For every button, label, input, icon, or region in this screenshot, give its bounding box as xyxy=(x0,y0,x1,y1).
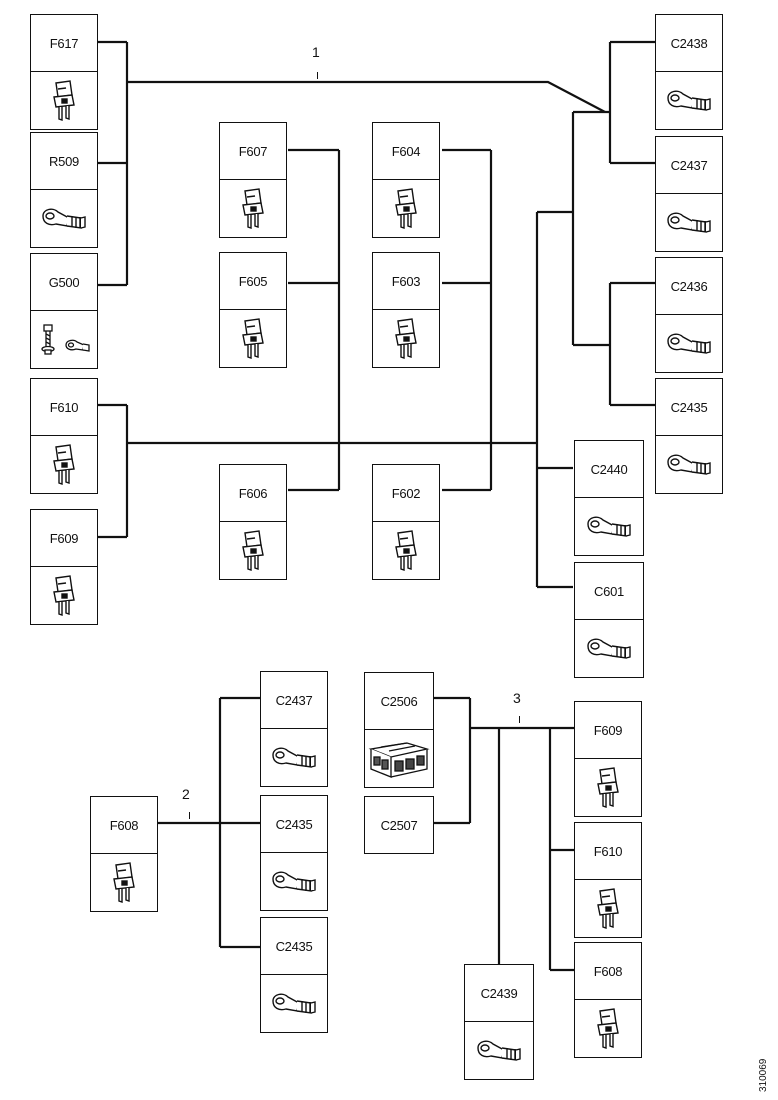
component-label: C2435 xyxy=(261,918,327,975)
blade-fuse-icon xyxy=(373,522,439,579)
ring-terminal-icon xyxy=(575,498,643,555)
bolt-ground-icon xyxy=(31,311,97,368)
component-label: F608 xyxy=(91,797,157,854)
component-C2436: C2436 xyxy=(655,257,723,373)
blade-fuse-icon xyxy=(91,854,157,911)
blade-fuse-icon xyxy=(31,567,97,624)
blade-fuse-icon xyxy=(575,880,641,937)
component-label: C601 xyxy=(575,563,643,620)
figure-reference: 310069 xyxy=(758,1058,769,1092)
blade-fuse-icon xyxy=(220,180,286,237)
component-label: F605 xyxy=(220,253,286,310)
component-C2506: C2506 xyxy=(364,672,434,788)
component-label: C2507 xyxy=(380,818,418,833)
component-label: G500 xyxy=(31,254,97,311)
multi-pin-connector-icon xyxy=(365,730,433,787)
component-label: F604 xyxy=(373,123,439,180)
component-label: F603 xyxy=(373,253,439,310)
component-F606: F606 xyxy=(219,464,287,580)
ring-terminal-icon xyxy=(261,853,327,910)
ring-terminal-icon xyxy=(465,1022,533,1079)
blade-fuse-icon xyxy=(220,522,286,579)
blade-fuse-icon xyxy=(575,1000,641,1057)
component-label: C2506 xyxy=(365,673,433,730)
group-number-1: 1 xyxy=(312,44,320,60)
ring-terminal-icon xyxy=(261,729,327,786)
component-C2438: C2438 xyxy=(655,14,723,130)
component-F605: F605 xyxy=(219,252,287,368)
component-label: C2438 xyxy=(656,15,722,72)
component-F608-b: F608 xyxy=(574,942,642,1058)
component-C2435-b: C2435 xyxy=(260,795,328,911)
ring-terminal-icon xyxy=(656,194,722,251)
component-label: C2437 xyxy=(261,672,327,729)
component-C2507: C2507 xyxy=(364,796,434,854)
component-label: F602 xyxy=(373,465,439,522)
component-label: F617 xyxy=(31,15,97,72)
component-F610: F610 xyxy=(30,378,98,494)
component-C2437: C2437 xyxy=(655,136,723,252)
group-tick-2 xyxy=(189,812,190,819)
component-F608: F608 xyxy=(90,796,158,912)
component-C2435: C2435 xyxy=(655,378,723,494)
blade-fuse-icon xyxy=(373,180,439,237)
component-G500: G500 xyxy=(30,253,98,369)
component-label: C2435 xyxy=(261,796,327,853)
ring-terminal-icon xyxy=(575,620,643,677)
component-F617: F617 xyxy=(30,14,98,130)
component-label: F609 xyxy=(31,510,97,567)
component-F602: F602 xyxy=(372,464,440,580)
component-label: F609 xyxy=(575,702,641,759)
group-number-3: 3 xyxy=(513,690,521,706)
ring-terminal-icon xyxy=(656,72,722,129)
component-C2440: C2440 xyxy=(574,440,644,556)
blade-fuse-icon xyxy=(220,310,286,367)
component-label: C2437 xyxy=(656,137,722,194)
ring-terminal-icon xyxy=(261,975,327,1032)
component-C2439: C2439 xyxy=(464,964,534,1080)
blade-fuse-icon xyxy=(31,72,97,129)
ring-terminal-icon xyxy=(656,436,722,493)
ring-terminal-icon xyxy=(656,315,722,372)
component-F610-b: F610 xyxy=(574,822,642,938)
component-F609: F609 xyxy=(30,509,98,625)
ring-terminal-icon xyxy=(31,190,97,247)
component-F604: F604 xyxy=(372,122,440,238)
component-C2435-c: C2435 xyxy=(260,917,328,1033)
group-tick-1 xyxy=(317,72,318,79)
component-C601: C601 xyxy=(574,562,644,678)
component-label: R509 xyxy=(31,133,97,190)
component-label: F610 xyxy=(31,379,97,436)
blade-fuse-icon xyxy=(373,310,439,367)
component-F609-b: F609 xyxy=(574,701,642,817)
group-tick-3 xyxy=(519,716,520,723)
component-label: F606 xyxy=(220,465,286,522)
component-F607: F607 xyxy=(219,122,287,238)
component-label: F608 xyxy=(575,943,641,1000)
component-R509: R509 xyxy=(30,132,98,248)
component-label: C2435 xyxy=(656,379,722,436)
component-label: F607 xyxy=(220,123,286,180)
component-label: F610 xyxy=(575,823,641,880)
component-C2437-b: C2437 xyxy=(260,671,328,787)
blade-fuse-icon xyxy=(575,759,641,816)
component-F603: F603 xyxy=(372,252,440,368)
component-label: C2439 xyxy=(465,965,533,1022)
group-number-2: 2 xyxy=(182,786,190,802)
blade-fuse-icon xyxy=(31,436,97,493)
component-label: C2440 xyxy=(575,441,643,498)
component-label: C2436 xyxy=(656,258,722,315)
